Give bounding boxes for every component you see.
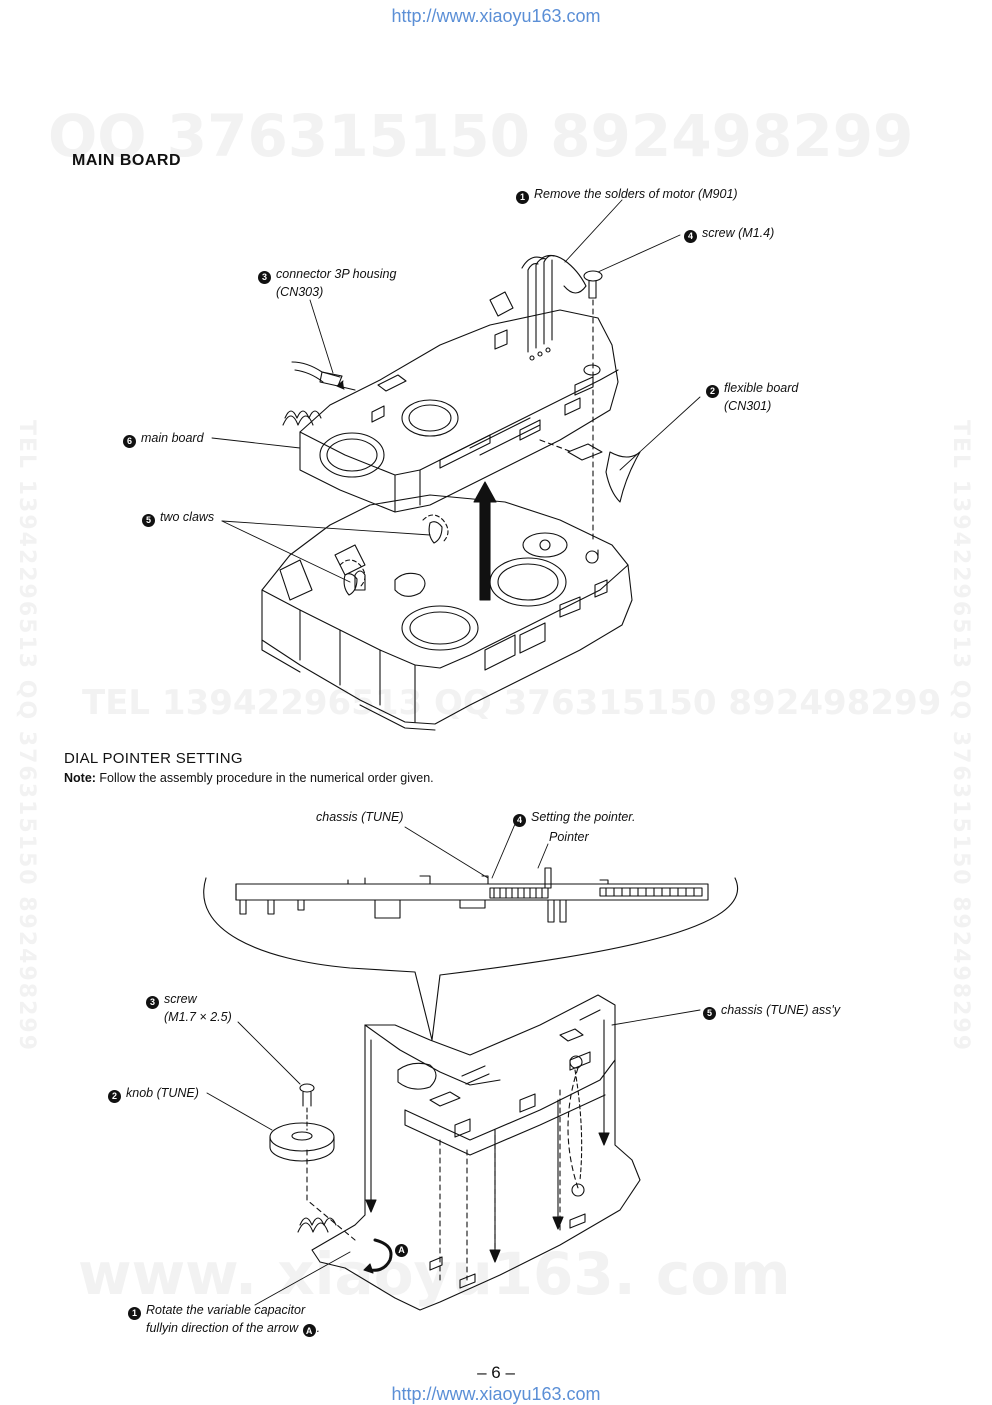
label-chassis-assy-text: chassis (TUNE) ass'y [721,1003,841,1017]
lift-arrow-icon [474,482,496,600]
label-remove-solders-text: Remove the solders of motor (M901) [534,187,738,201]
dial-assembly-drawing [270,995,640,1310]
label-setting-pointer: 4 Setting the pointer. [513,809,635,827]
label-knob-tune: 2 knob (TUNE) [108,1085,199,1103]
step-badge-6: 6 [123,434,136,448]
label-screw-m14: 4 screw (M1.4) [684,225,774,243]
label-screw-m17-size: (M1.7 × 2.5) [164,1009,232,1024]
step-badge-1: 1 [128,1306,141,1320]
main-board-title: MAIN BOARD [72,152,181,169]
label-chassis-assy: 5 chassis (TUNE) ass'y [703,1002,840,1020]
label-setting-pointer-text: Setting the pointer. [531,810,636,824]
label-main-board: 6 main board [123,430,204,448]
step-badge-3: 3 [258,270,271,284]
label-rotate-capacitor-text2: fullyin direction of the arrow [146,1320,299,1335]
note-label: Note: [64,771,96,785]
assembly-arrows [366,1020,609,1262]
watermark-left-vertical: TEL 13942296513 QQ 376315150 892498299 [14,420,39,1053]
arrow-a-letter: A [395,1243,408,1257]
dial-pointer-title: DIAL POINTER SETTING [64,750,243,767]
label-screw-m17-text: screw [164,992,197,1006]
step-badge-5: 5 [142,513,155,527]
step-badge-2: 2 [108,1089,121,1103]
step-badge-5: 5 [703,1006,716,1020]
watermark-tel-mid: TEL 13942296513 QQ 376315150 892498299 [82,683,942,723]
main-board-drawing [283,255,640,595]
label-flexible-board: 2 flexible board (CN301) [706,380,798,414]
label-remove-solders: 1 Remove the solders of motor (M901) [516,186,738,204]
label-two-claws: 5 two claws [142,509,214,527]
watermark-bottom: www. xiaoyu163. com [78,1240,791,1308]
step-badge-1: 1 [516,190,529,204]
label-two-claws-text: two claws [160,510,215,524]
page-number: – 6 – [477,1363,515,1382]
label-rotate-capacitor-text: Rotate the variable capacitor [146,1303,306,1317]
label-screw-m17: 3 screw (M1.7 × 2.5) [146,991,232,1025]
label-chassis-tune: chassis (TUNE) [316,810,404,824]
dial-pointer-note: Note: Follow the assembly procedure in t… [64,771,434,785]
pointer-detail-drawing [204,868,738,1040]
step-badge-3: 3 [146,995,159,1009]
header-url[interactable]: http://www.xiaoyu163.com [391,6,601,26]
step-badge-4: 4 [513,813,526,827]
label-connector-housing-text: connector 3P housing [276,267,397,281]
label-connector-housing-code: (CN303) [276,284,324,299]
label-rotate-capacitor-end: . [316,1320,321,1335]
arrow-a-inline-letter: A [302,1324,316,1337]
label-knob-tune-text: knob (TUNE) [126,1086,199,1100]
label-connector-housing: 3 connector 3P housing (CN303) [258,266,396,300]
label-flexible-board-text: flexible board [724,381,799,395]
label-rotate-capacitor: 1 Rotate the variable capacitor fullyin d… [128,1302,320,1337]
note-text: Follow the assembly procedure in the num… [95,771,434,785]
step-badge-4: 4 [684,229,697,243]
label-main-board-text: main board [141,431,204,445]
watermark-qq-top: QQ 376315150 892498299 [48,102,914,170]
label-flexible-board-code: (CN301) [724,398,772,413]
label-screw-m14-text: screw (M1.4) [702,226,775,240]
arrow-a-badge: A [394,1238,409,1257]
watermark-right-vertical: TEL 13942296513 QQ 376315150 892498299 [948,420,973,1053]
lower-chassis-drawing [262,495,632,730]
label-pointer: Pointer [549,830,589,844]
step-badge-2: 2 [706,384,719,398]
footer-url[interactable]: http://www.xiaoyu163.com [391,1384,601,1404]
